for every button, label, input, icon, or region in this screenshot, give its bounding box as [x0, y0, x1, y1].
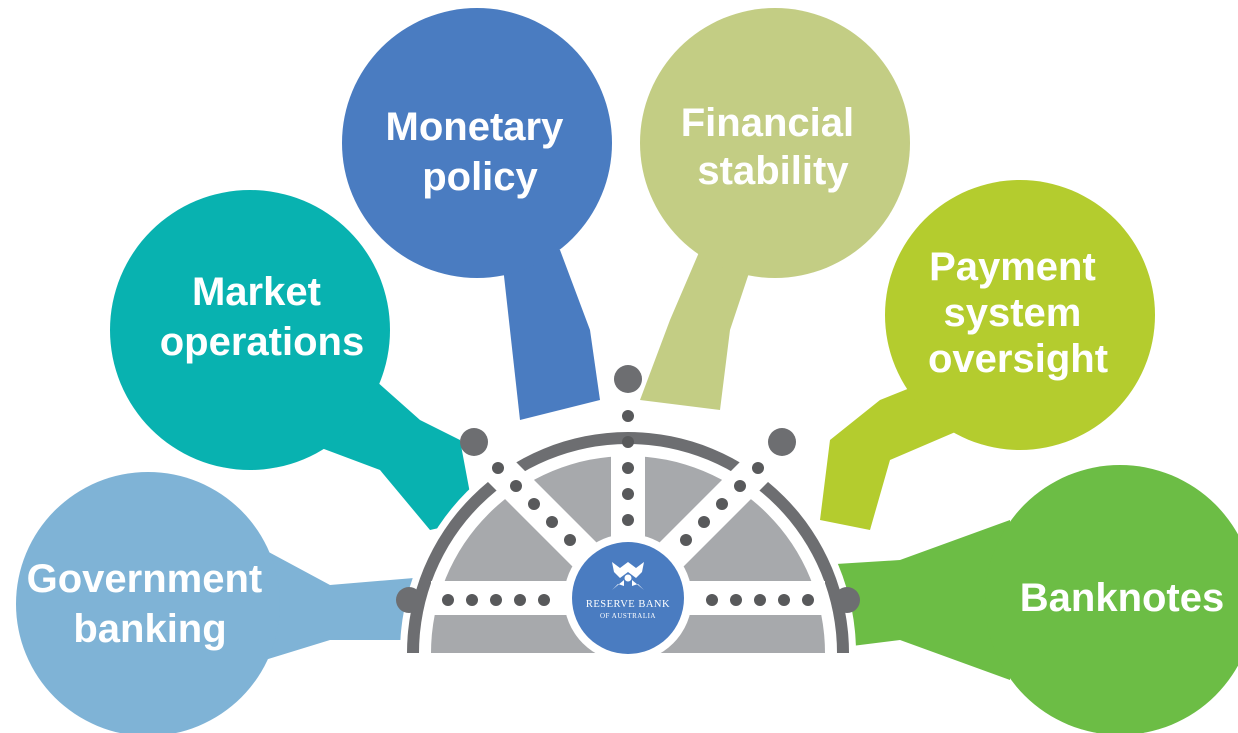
svg-text:Market operations: Market operations: [160, 270, 364, 364]
bubble-monetary-policy: Monetary policy: [342, 8, 612, 420]
payment-system-label-line2: system: [944, 291, 1082, 335]
rba-logo-text-line2: OF AUSTRALIA: [600, 612, 656, 620]
rba-logo-disc: [572, 542, 684, 654]
bubble-market-operations: Market operations: [110, 190, 475, 530]
vault-wheel: RESERVE BANK OF AUSTRALIA: [396, 365, 860, 662]
bubble-government-banking: Government banking: [16, 472, 460, 733]
svg-text:RESERVE BANK: RESERVE BANK: [586, 599, 670, 610]
bubble-financial-stability: Financial stability: [640, 8, 910, 410]
monetary-policy-label-line1: Monetary: [386, 105, 565, 149]
wheel-rim-knobs: [396, 365, 860, 613]
svg-text:Monetary policy: Monetary policy: [386, 105, 575, 199]
svg-text:Banknotes: Banknotes: [1020, 576, 1225, 620]
svg-text:Payment system ove: Payment system oversight: [928, 245, 1108, 381]
rba-emblem-icon: [612, 562, 644, 590]
monetary-policy-label-line2: policy: [422, 155, 538, 199]
financial-stability-label-line1: Financial: [681, 101, 854, 145]
banknotes-label: Banknotes: [1020, 576, 1225, 620]
svg-text:Government banking: Government banking: [27, 557, 274, 651]
bubble-banknotes: Banknotes: [820, 465, 1238, 733]
rba-logo-text-line1: RESERVE BANK: [586, 599, 670, 610]
financial-stability-label-line2: stability: [697, 149, 849, 193]
market-operations-label-line1: Market: [192, 270, 321, 314]
payment-system-label-line3: oversight: [928, 337, 1108, 381]
government-banking-label-line2: banking: [73, 607, 226, 651]
wheel-spoke-dots: [442, 410, 814, 606]
government-banking-label-line1: Government: [27, 557, 263, 601]
bubble-payment-system-oversight: Payment system oversight: [820, 180, 1155, 530]
market-operations-label-line2: operations: [160, 320, 364, 364]
payment-system-label-line1: Payment: [929, 245, 1096, 289]
svg-text:Financial stability: Financial stability: [681, 101, 866, 193]
svg-text:OF AUSTRALIA: OF AUSTRALIA: [600, 612, 656, 620]
